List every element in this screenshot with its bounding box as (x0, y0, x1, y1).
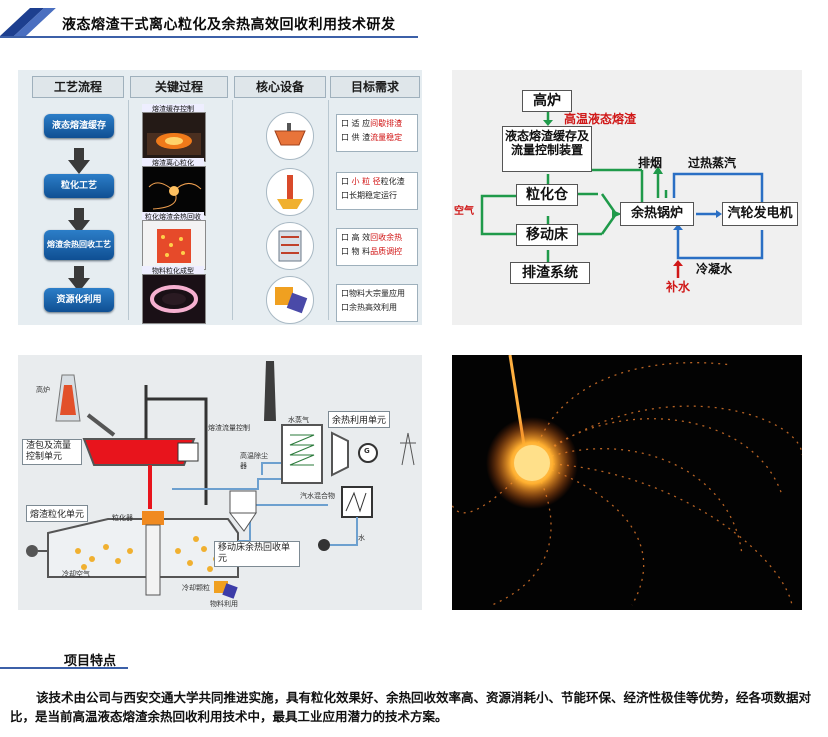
need-line: 口 适 应间歇排渣 (341, 119, 403, 128)
process-table-image: 工艺流程 关键过程 核心设备 目标需求 液态熔渣缓存 粒化工艺 熔渣余热回收工艺… (18, 70, 422, 325)
centrifugal-granulation-photo-large (452, 355, 802, 610)
need-line: 口 物 料品质调控 (341, 247, 403, 256)
system-schematic-image: 高炉 渣包及流量控制单元 熔渣流量控制 熔渣粒化单元 粒化器 移动床余热回收单元… (18, 355, 422, 610)
material-forming-photo (142, 274, 206, 324)
need-line: 口长期稳定运行 (341, 191, 397, 200)
need-line: 口 小 粒 径粒化渣 (341, 177, 405, 186)
need-line: 口 供 渣流量稳定 (341, 133, 403, 142)
label-moving-bed-unit: 移动床余热回收单元 (214, 541, 300, 567)
process-label: 熔渣离心粒化 (142, 158, 204, 168)
node-granulation-bin: 粒化仓 (516, 184, 578, 206)
label-ladle-unit: 渣包及流量控制单元 (22, 439, 82, 465)
step-resource-use: 资源化利用 (44, 288, 114, 312)
schematic-drawing (26, 361, 416, 599)
step-granulation: 粒化工艺 (44, 174, 114, 198)
label-generator: G (364, 447, 370, 455)
need-box: 口 小 粒 径粒化渣 口长期稳定运行 (336, 172, 418, 210)
step-heat-recovery: 熔渣余热回收工艺 (44, 230, 114, 260)
label-granulator: 粒化器 (112, 514, 133, 522)
node-turbine-generator: 汽轮发电机 (722, 202, 798, 226)
need-line: 口物料大宗量应用 (341, 289, 405, 298)
label-steam-mixture: 汽水混合物 (300, 492, 335, 500)
label-cooling-air: 冷却空气 (62, 570, 90, 578)
heat-recovery-diagram (142, 220, 206, 270)
need-box: 口 高 效回收余热 口 物 料品质调控 (336, 228, 418, 266)
column-header-key-process: 关键过程 (130, 76, 228, 98)
spiral-sparks-graphic (452, 355, 802, 610)
features-title: 项目特点 (64, 654, 117, 669)
column-header-process-flow: 工艺流程 (32, 76, 124, 98)
moving-bed-equipment-icon (266, 222, 314, 270)
label-water: 水 (358, 534, 365, 542)
process-label: 粒化熔渣余热回收 (142, 212, 204, 222)
label-air-in: 空气 (454, 206, 474, 217)
node-moving-bed: 移动床 (516, 224, 578, 246)
label-superheated-steam: 过热蒸汽 (688, 156, 737, 170)
label-blast-furnace: 高炉 (36, 386, 50, 394)
slag-furnace-photo (142, 112, 206, 162)
process-label: 熔渣缓存控制 (142, 104, 204, 114)
label-makeup-water: 补水 (666, 280, 691, 294)
features-underline (0, 667, 128, 669)
features-paragraph: 该技术由公司与西安交通大学共同推进实施，具有粒化效果好、余热回收效率高、资源消耗… (10, 690, 812, 724)
page-title: 液态熔渣干式离心粒化及余热高效回收利用技术研发 (62, 17, 396, 33)
column-divider (232, 100, 233, 320)
label-dust-collector: 高温除尘器 (240, 452, 268, 470)
arrow-down-icon (68, 148, 90, 174)
node-slag-buffer: 液态熔渣缓存及流量控制装置 (502, 126, 592, 172)
column-divider (328, 100, 329, 320)
need-line: 口 高 效回收余热 (341, 233, 403, 242)
header-underline (0, 36, 418, 38)
label-exhaust: 排烟 (638, 156, 663, 170)
label-slag-flow-control: 熔渣流量控制 (208, 424, 250, 432)
step-slag-buffer: 液态熔渣缓存 (44, 114, 114, 138)
granulator-equipment-icon (266, 168, 314, 216)
label-granulation-unit: 熔渣粒化单元 (26, 505, 89, 522)
column-divider (128, 100, 129, 320)
label-hot-slag: 高温液态熔渣 (564, 112, 637, 126)
node-blast-furnace: 高炉 (522, 90, 572, 112)
need-box: 口 适 应间歇排渣 口 供 渣流量稳定 (336, 114, 418, 152)
forming-equipment-icon (266, 276, 314, 324)
column-header-core-equipment: 核心设备 (234, 76, 326, 98)
label-waste-heat-unit: 余热利用单元 (328, 411, 391, 428)
node-slag-discharge: 排渣系统 (510, 262, 590, 284)
label-cooling-granules: 冷却颗粒 (182, 584, 210, 592)
label-material-use: 物料利用 (210, 600, 238, 608)
node-waste-heat-boiler: 余热锅炉 (620, 202, 694, 226)
need-box: 口物料大宗量应用 口余热高效利用 (336, 284, 418, 322)
flow-diagram-image: 高炉 高温液态熔渣 液态熔渣缓存及流量控制装置 粒化仓 移动床 排渣系统 空气 … (452, 70, 802, 325)
header-banner (0, 8, 410, 36)
process-label: 物料粒化成型 (142, 266, 204, 276)
ladle-equipment-icon (266, 112, 314, 160)
label-condensate: 冷凝水 (696, 262, 733, 276)
column-header-target-needs: 目标需求 (330, 76, 420, 98)
flow-arrows (480, 110, 767, 278)
centrifugal-granulation-photo (142, 166, 206, 216)
need-line: 口余热高效利用 (341, 303, 397, 312)
label-steam: 水蒸气 (288, 416, 309, 424)
